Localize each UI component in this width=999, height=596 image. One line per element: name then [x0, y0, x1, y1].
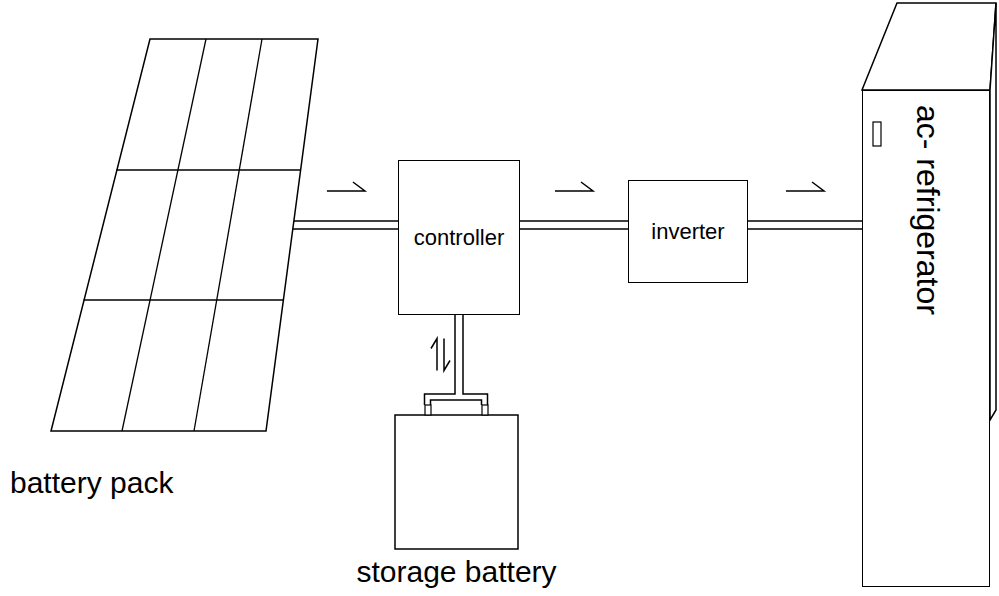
- double-wire: [463, 315, 488, 405]
- flow-arrow: [444, 339, 450, 371]
- panel-outline: [51, 39, 318, 431]
- double-wire: [520, 220, 628, 222]
- double-wire: [431, 400, 482, 405]
- node-label: controller: [414, 225, 504, 251]
- battery-symbol: [394, 400, 520, 550]
- refrigerator-top: [862, 3, 996, 90]
- connector: [425, 315, 488, 405]
- battery-case: [395, 415, 518, 549]
- double-wire: [748, 228, 862, 230]
- flow-arrow: [431, 339, 437, 371]
- panel-grid: [84, 299, 284, 300]
- panel-grid: [117, 169, 301, 170]
- flow-arrow: [786, 182, 824, 191]
- connector: [520, 182, 628, 229]
- refrigerator-handle: [873, 122, 881, 146]
- node-label: ac- refrigerator: [910, 105, 946, 315]
- flow-arrow: [555, 182, 593, 191]
- battery-terminal: [425, 405, 431, 415]
- storage-battery-node: storage battery: [356, 400, 556, 588]
- refrigerator-node: ac- refrigerator: [862, 90, 990, 587]
- connector: [748, 182, 862, 229]
- double-wire: [520, 228, 628, 230]
- flow-arrow: [327, 182, 365, 191]
- solar-panel: [50, 38, 320, 432]
- battery-terminal: [482, 405, 488, 415]
- double-wire: [748, 220, 862, 222]
- node-label: battery pack: [10, 466, 173, 500]
- refrigerator-side: [990, 3, 996, 420]
- connector: [293, 182, 398, 229]
- process-box: controller: [398, 160, 520, 315]
- panel-grid: [122, 39, 206, 431]
- node-label: storage battery: [356, 556, 556, 588]
- panel-grid: [194, 39, 262, 431]
- node-label: inverter: [651, 219, 724, 245]
- solar-panel-node: battery pack: [10, 38, 320, 500]
- double-wire: [425, 315, 456, 405]
- double-wire: [294, 220, 398, 222]
- refrigerator-front: [862, 90, 990, 587]
- double-wire: [293, 228, 398, 230]
- process-box: inverter: [628, 180, 748, 283]
